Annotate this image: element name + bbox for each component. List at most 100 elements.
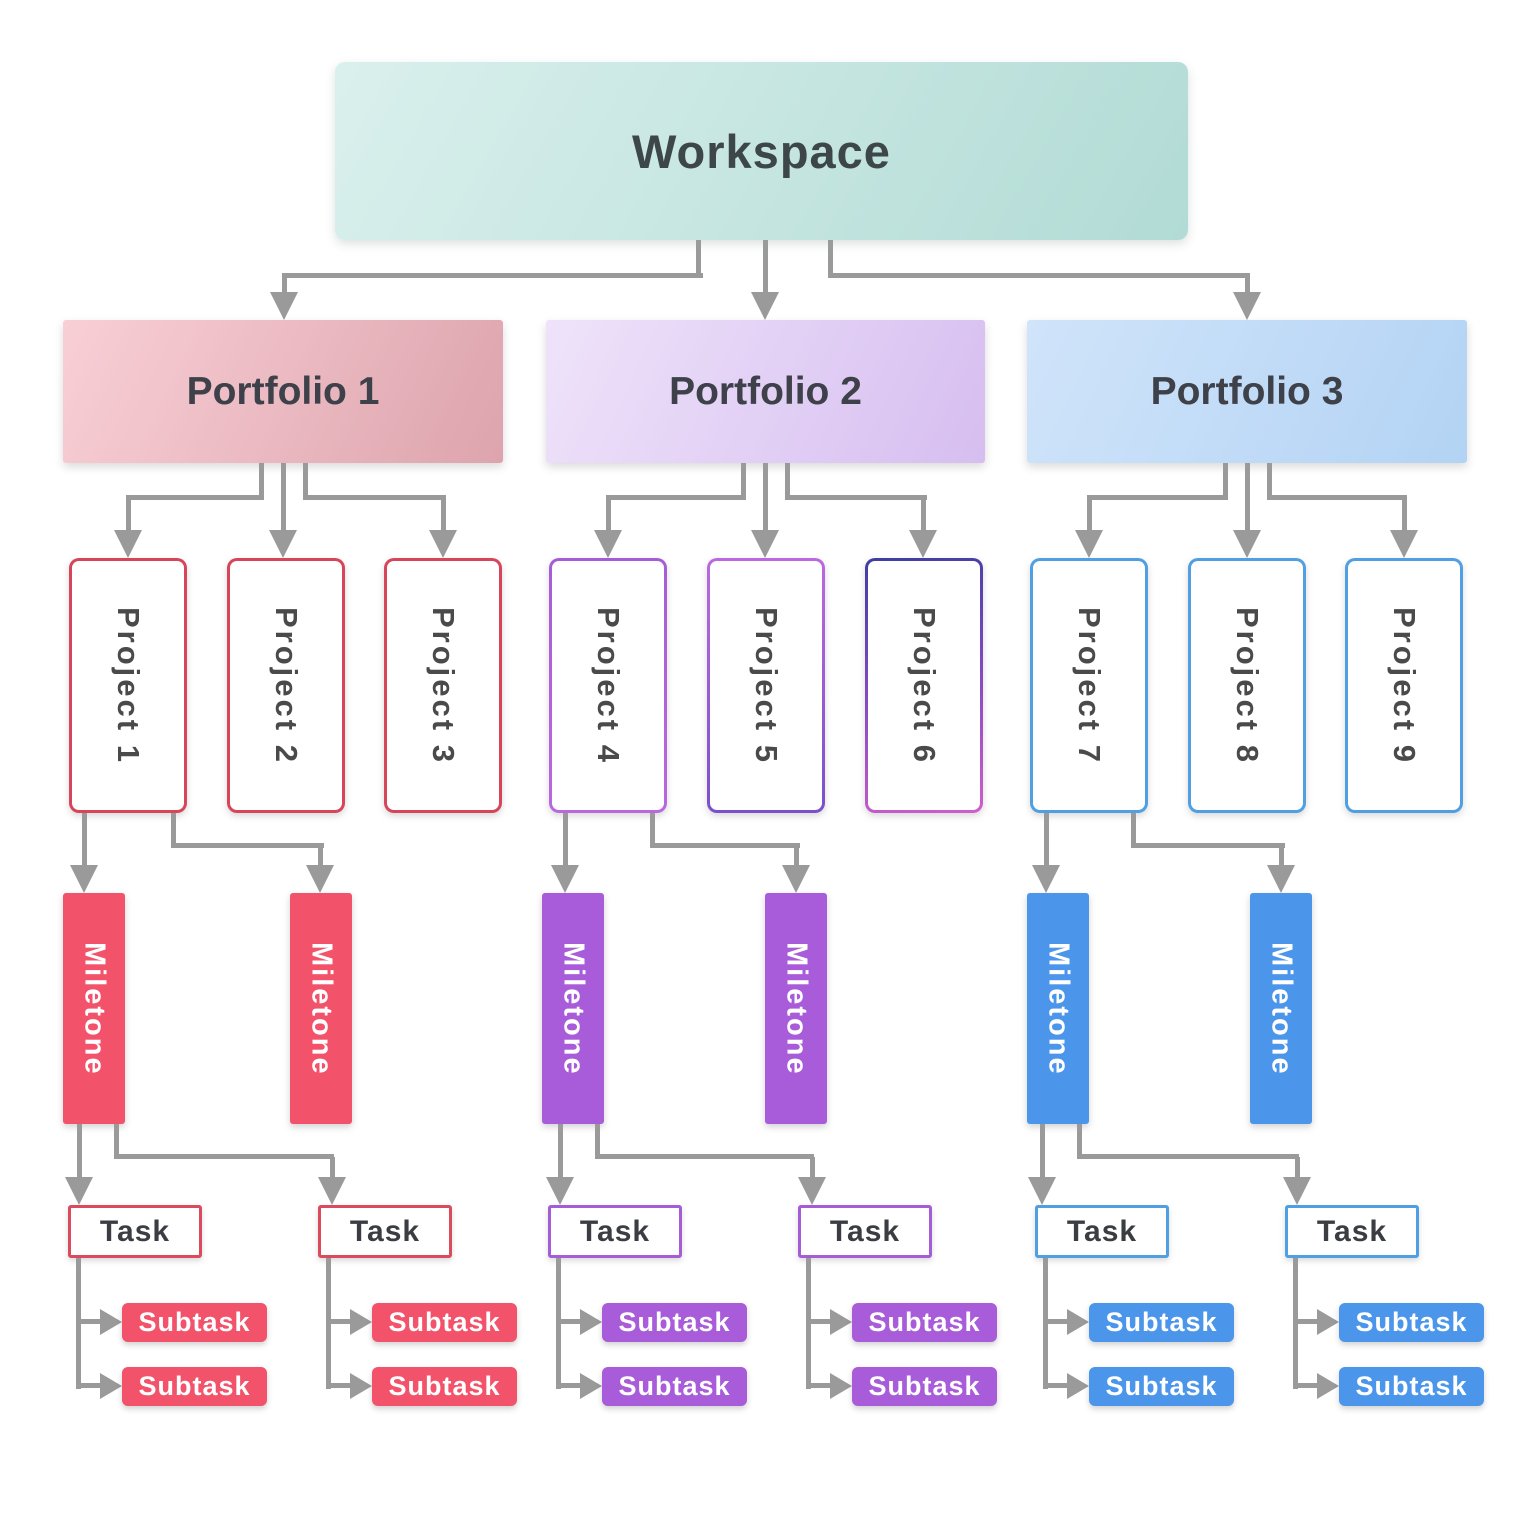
connector-line xyxy=(1043,1383,1069,1388)
connector-arrow xyxy=(1317,1309,1339,1335)
project-9-label: Project 9 xyxy=(1387,606,1422,765)
connector-arrow xyxy=(751,292,779,320)
connector-arrow xyxy=(751,530,779,558)
connector-arrow xyxy=(318,1177,346,1205)
connector-line xyxy=(828,273,1250,278)
connector-arrow xyxy=(551,865,579,893)
connector-line xyxy=(126,495,264,500)
connector-arrow xyxy=(1067,1309,1089,1335)
milestone-2-label: Miletone xyxy=(305,941,338,1076)
connector-arrow xyxy=(1267,865,1295,893)
connector-line xyxy=(1044,813,1049,865)
subtask-6-node: Subtask xyxy=(602,1367,747,1406)
connector-line xyxy=(556,1383,582,1388)
connector-line xyxy=(921,498,926,532)
task-6-label: Task xyxy=(1316,1214,1388,1248)
connector-arrow xyxy=(1028,1177,1056,1205)
connector-line xyxy=(595,1154,814,1159)
connector-line xyxy=(828,240,833,276)
connector-line xyxy=(1087,498,1092,532)
project-4-node: Project 4 xyxy=(549,558,667,813)
subtask-9-label: Subtask xyxy=(1105,1307,1218,1337)
subtask-1-node: Subtask xyxy=(122,1303,267,1342)
subtask-7-node: Subtask xyxy=(852,1303,997,1342)
subtask-10-node: Subtask xyxy=(1089,1367,1234,1406)
connector-line xyxy=(126,498,131,532)
connector-arrow xyxy=(1075,530,1103,558)
task-5-node: Task xyxy=(1035,1205,1169,1258)
connector-line xyxy=(171,843,324,848)
task-4-label: Task xyxy=(829,1214,901,1248)
connector-line xyxy=(650,843,800,848)
connector-line xyxy=(563,813,568,865)
project-2-node: Project 2 xyxy=(227,558,345,813)
connector-line xyxy=(282,276,287,294)
project-6-body: Project 6 xyxy=(868,561,980,810)
subtask-5-node: Subtask xyxy=(602,1303,747,1342)
connector-line xyxy=(558,1124,563,1177)
connector-line xyxy=(1043,1319,1069,1324)
connector-arrow xyxy=(306,865,334,893)
milestone-1-label: Miletone xyxy=(78,941,111,1076)
project-4-body: Project 4 xyxy=(552,561,664,810)
project-5-label: Project 5 xyxy=(749,606,784,765)
connector-line xyxy=(330,1157,335,1179)
portfolio-1-label: Portfolio 1 xyxy=(186,369,380,413)
connector-arrow xyxy=(1317,1373,1339,1399)
subtask-11-label: Subtask xyxy=(1355,1307,1468,1337)
task-1-label: Task xyxy=(99,1214,171,1248)
milestone-6-label: Miletone xyxy=(1265,941,1298,1076)
connector-line xyxy=(806,1383,832,1388)
connector-arrow xyxy=(114,530,142,558)
portfolio-2-label: Portfolio 2 xyxy=(669,369,862,413)
project-8-body: Project 8 xyxy=(1191,561,1303,810)
subtask-9-node: Subtask xyxy=(1089,1303,1234,1342)
connector-line xyxy=(441,498,446,532)
connector-line xyxy=(1077,1124,1082,1159)
connector-line xyxy=(595,1124,600,1159)
connector-line xyxy=(1293,1319,1319,1324)
connector-line xyxy=(318,846,323,868)
subtask-8-node: Subtask xyxy=(852,1367,997,1406)
connector-line xyxy=(282,273,703,278)
milestone-1-node: Miletone xyxy=(63,893,125,1124)
project-9-body: Project 9 xyxy=(1348,561,1460,810)
subtask-8-label: Subtask xyxy=(868,1371,981,1401)
connector-arrow xyxy=(350,1309,372,1335)
project-7-node: Project 7 xyxy=(1030,558,1148,813)
connector-arrow xyxy=(100,1309,122,1335)
project-8-node: Project 8 xyxy=(1188,558,1306,813)
subtask-1-label: Subtask xyxy=(138,1307,251,1337)
project-5-node: Project 5 xyxy=(707,558,825,813)
connector-arrow xyxy=(1233,292,1261,320)
workspace-node: Workspace xyxy=(335,62,1188,240)
subtask-12-label: Subtask xyxy=(1355,1371,1468,1401)
connector-arrow xyxy=(429,530,457,558)
connector-line xyxy=(763,240,768,294)
task-1-node: Task xyxy=(68,1205,202,1258)
subtask-5-label: Subtask xyxy=(618,1307,731,1337)
task-4-node: Task xyxy=(798,1205,932,1258)
project-6-label: Project 6 xyxy=(907,606,942,765)
subtask-2-label: Subtask xyxy=(138,1371,251,1401)
connector-line xyxy=(171,813,176,848)
connector-line xyxy=(1245,276,1250,294)
subtask-4-node: Subtask xyxy=(372,1367,517,1406)
connector-arrow xyxy=(1032,865,1060,893)
task-3-node: Task xyxy=(548,1205,682,1258)
task-5-label: Task xyxy=(1066,1214,1138,1248)
connector-arrow xyxy=(270,292,298,320)
subtask-7-label: Subtask xyxy=(868,1307,981,1337)
connector-arrow xyxy=(1233,530,1261,558)
connector-line xyxy=(1131,843,1285,848)
project-1-body: Project 1 xyxy=(72,561,184,810)
project-8-label: Project 8 xyxy=(1230,606,1265,765)
connector-line xyxy=(76,1319,102,1324)
connector-line xyxy=(696,240,701,276)
project-9-node: Project 9 xyxy=(1345,558,1463,813)
project-3-body: Project 3 xyxy=(387,561,499,810)
milestone-4-node: Miletone xyxy=(765,893,827,1124)
connector-line xyxy=(1295,1157,1300,1179)
connector-line xyxy=(1077,1154,1299,1159)
connector-line xyxy=(1087,495,1226,500)
